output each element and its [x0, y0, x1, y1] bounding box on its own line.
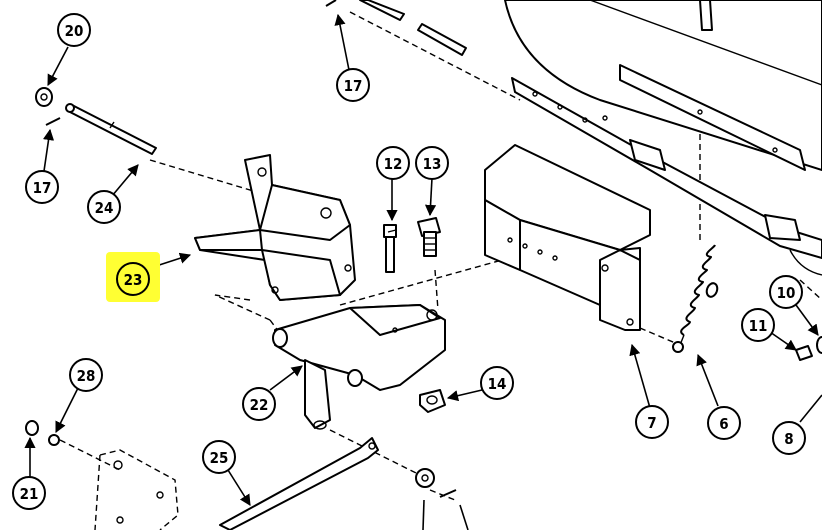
frame-assembly [504, 0, 822, 276]
part-20-washer [35, 87, 53, 107]
part-23-u-bracket [194, 154, 356, 301]
callout-10[interactable]: 10 [769, 275, 803, 309]
part-24-rod [65, 103, 157, 155]
callout-17-left[interactable]: 17 [25, 170, 59, 204]
svg-text:24: 24 [95, 199, 114, 217]
svg-text:23: 23 [124, 271, 143, 289]
part-11-nut [795, 345, 813, 361]
callout-23-highlight [106, 252, 160, 302]
svg-text:21: 21 [20, 485, 39, 503]
svg-text:25: 25 [210, 449, 229, 467]
part-25-lower-arm [219, 437, 379, 530]
lower-plate [94, 449, 179, 530]
top-rods [359, 0, 467, 56]
part-6-spring [672, 244, 719, 353]
callout-24[interactable]: 24 [87, 190, 121, 224]
callout-21[interactable]: 21 [12, 476, 46, 510]
part-17-pin-top [325, 0, 337, 7]
svg-text:10: 10 [777, 284, 796, 302]
svg-text:17: 17 [33, 179, 52, 197]
svg-text:20: 20 [65, 22, 84, 40]
part-10-washer [816, 336, 822, 354]
callout-6[interactable]: 6 [707, 406, 741, 440]
callout-11[interactable]: 11 [741, 308, 775, 342]
svg-text:12: 12 [384, 155, 403, 173]
part-21-nut [25, 420, 39, 436]
part-14-nut [419, 389, 446, 413]
part-22-pivot-arm [272, 304, 446, 430]
part-7-bracket [484, 144, 651, 331]
svg-text:13: 13 [423, 155, 442, 173]
frame-slot-holes [532, 91, 778, 153]
svg-text:11: 11 [749, 317, 768, 335]
bracket-holes [507, 237, 634, 326]
bottom-pin [439, 489, 457, 498]
leader-lines [24, 13, 822, 530]
callout-28[interactable]: 28 [69, 358, 103, 392]
callout-12[interactable]: 12 [376, 146, 410, 180]
callout-23[interactable]: 23 [116, 262, 150, 296]
callout-bubbles: 20 17 17 24 23 12 13 22 [12, 13, 806, 510]
part-17-pin-left [45, 117, 61, 126]
callout-13[interactable]: 13 [415, 146, 449, 180]
svg-text:6: 6 [719, 415, 728, 433]
callout-17-top[interactable]: 17 [336, 68, 370, 102]
svg-text:28: 28 [77, 367, 96, 385]
callout-22[interactable]: 22 [242, 387, 276, 421]
part-28-washer [48, 434, 60, 446]
callout-7[interactable]: 7 [635, 405, 669, 439]
svg-text:8: 8 [784, 430, 793, 448]
callout-20[interactable]: 20 [57, 13, 91, 47]
part-12-clevis-pin [383, 224, 397, 273]
bottom-washer [415, 468, 435, 488]
svg-text:22: 22 [250, 396, 269, 414]
callout-25[interactable]: 25 [202, 440, 236, 474]
callout-14[interactable]: 14 [480, 366, 514, 400]
svg-text:17: 17 [344, 77, 363, 95]
callout-8[interactable]: 8 [772, 421, 806, 455]
svg-text:7: 7 [647, 414, 656, 432]
svg-text:14: 14 [488, 375, 507, 393]
part-13-bolt [417, 217, 441, 257]
